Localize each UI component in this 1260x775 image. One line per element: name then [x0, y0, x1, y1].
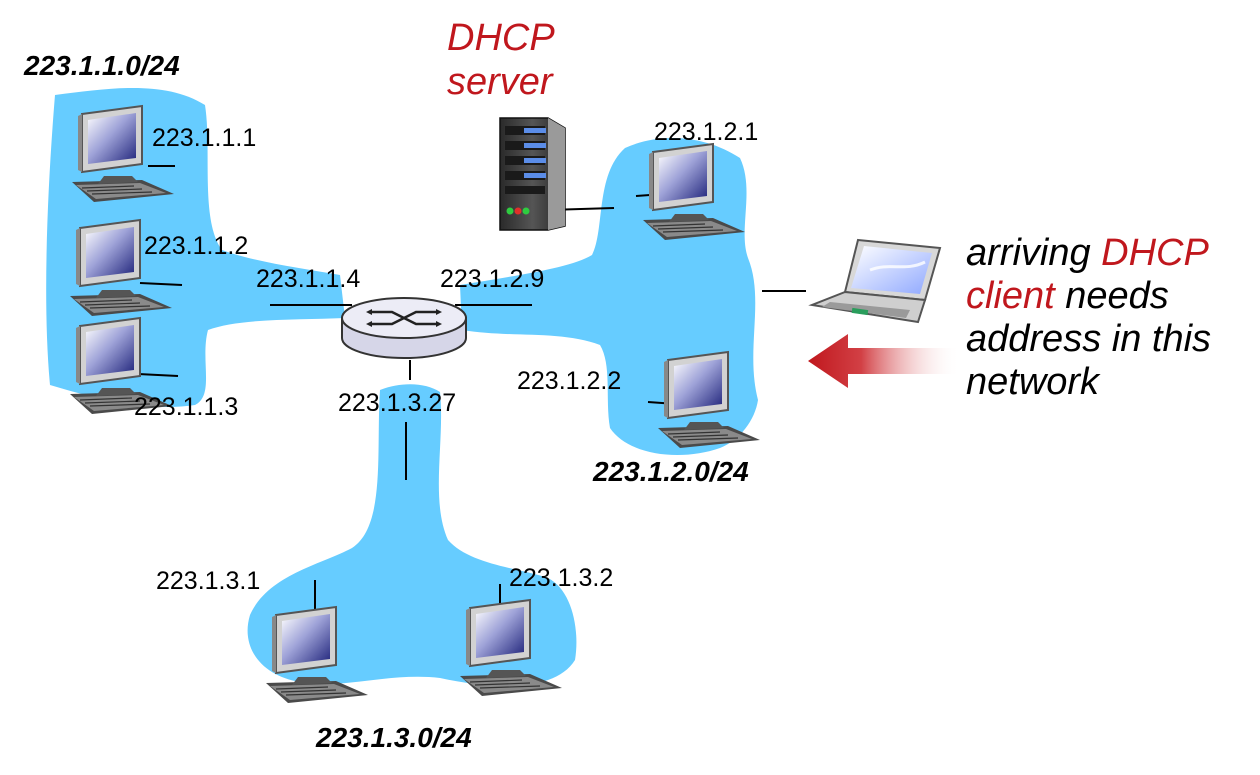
dhcp-server-label: DHCP server — [447, 16, 555, 104]
note-line-3: address in this — [966, 318, 1212, 360]
note-dhcp-word: DHCP — [1101, 232, 1209, 274]
router-interface-left: 223.1.1.4 — [256, 265, 361, 293]
subnet-label-bottom: 223.1.3.0/24 — [316, 722, 472, 753]
subnet-label-left: 223.1.1.0/24 — [24, 50, 180, 81]
arrival-arrow-icon — [808, 334, 960, 388]
note-client-word: client — [966, 275, 1055, 317]
host-ip-223-1-1-1: 223.1.1.1 — [152, 124, 257, 152]
arriving-client-note: arriving DHCP client needs address in th… — [966, 232, 1211, 404]
note-line-2-text: needs — [1054, 275, 1169, 317]
host-ip-223-1-2-2: 223.1.2.2 — [517, 367, 622, 395]
note-line-2: client needs — [966, 275, 1211, 318]
router-icon — [341, 297, 467, 359]
subnet-label-right: 223.1.2.0/24 — [593, 456, 749, 487]
router-interface-bottom: 223.1.3.27 — [338, 389, 457, 417]
dhcp-server-label-line2: server — [447, 61, 553, 103]
host-ip-223-1-1-3: 223.1.1.3 — [134, 393, 239, 421]
router-interface-right: 223.1.2.9 — [440, 265, 545, 293]
host-ip-223-1-3-1: 223.1.3.1 — [156, 567, 261, 595]
laptop-icon — [808, 238, 942, 324]
server-icon — [499, 117, 566, 231]
host-ip-223-1-3-2: 223.1.3.2 — [509, 564, 614, 592]
note-line-4: network — [966, 361, 1100, 403]
host-ip-223-1-2-1: 223.1.2.1 — [654, 118, 759, 146]
host-ip-223-1-1-2: 223.1.1.2 — [144, 232, 249, 260]
dhcp-server-label-line1: DHCP — [447, 17, 555, 59]
note-line-1: arriving DHCP — [966, 232, 1211, 275]
note-line-1-text: arriving — [966, 232, 1102, 274]
